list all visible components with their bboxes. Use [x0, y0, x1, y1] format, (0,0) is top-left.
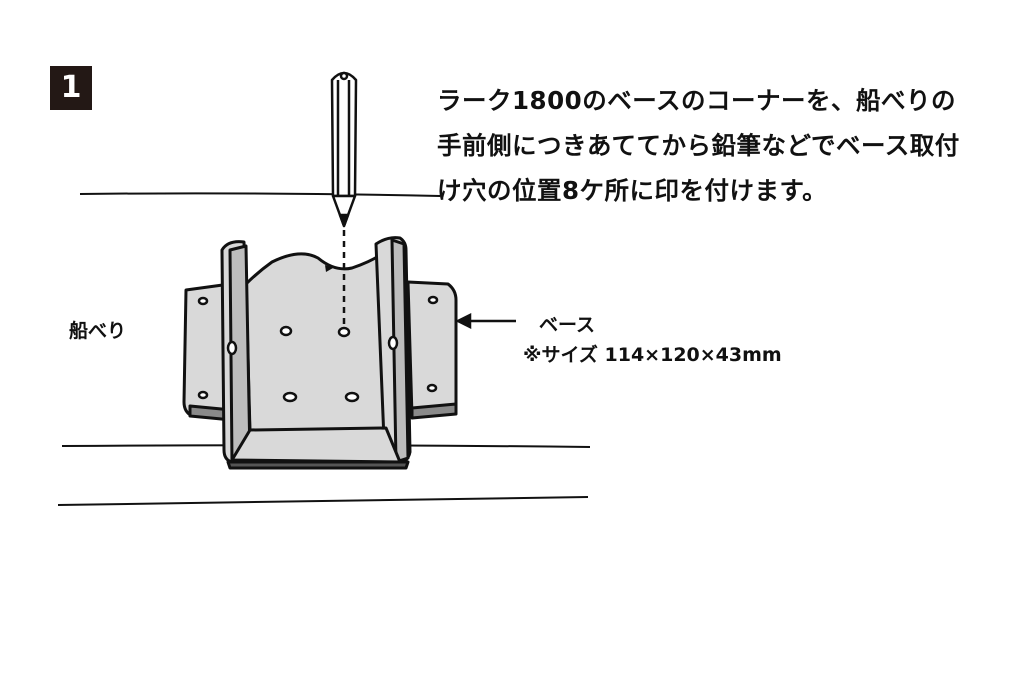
hole-wall-left [226, 340, 238, 356]
hole-flange-right-top [427, 295, 439, 305]
hole-flange-left-top [197, 296, 209, 306]
instruction-line-1: ラーク1800のベースのコーナーを、船べりの [437, 86, 956, 115]
hole-flange-right-bottom [426, 383, 438, 393]
size-note: ※サイズ 114×120×43mm [523, 344, 782, 366]
hole-flange-left-bottom [197, 390, 209, 400]
hole-center-3 [282, 391, 298, 403]
mark-triangle [325, 265, 333, 272]
base-pointer-arrow [455, 312, 516, 330]
gunwale-label: 船べり [69, 320, 127, 342]
step-number-badge: 1 [50, 66, 92, 110]
base-plate [182, 236, 458, 470]
center-plate [244, 252, 388, 434]
hole-wall-right [387, 335, 399, 351]
mounting-holes [197, 295, 439, 403]
gunwale-bottom-line [57, 496, 589, 506]
hole-center-4 [344, 391, 360, 403]
right-flange [406, 280, 458, 418]
bottom-lip [230, 426, 402, 464]
hole-center-2 [337, 326, 351, 338]
base-label: ベース [539, 314, 596, 336]
instruction-line-3: け穴の位置8ケ所に印を付けます。 [437, 176, 828, 205]
hole-center-1 [279, 325, 293, 337]
instruction-line-2: 手前側につきあててから鉛筆などでベース取付 [437, 131, 960, 160]
instruction-text: ラーク1800のベースのコーナーを、船べりの 手前側につきあててから鉛筆などでベ… [437, 78, 1012, 213]
pencil-icon [330, 71, 358, 228]
gunwale-top-line [79, 192, 441, 197]
